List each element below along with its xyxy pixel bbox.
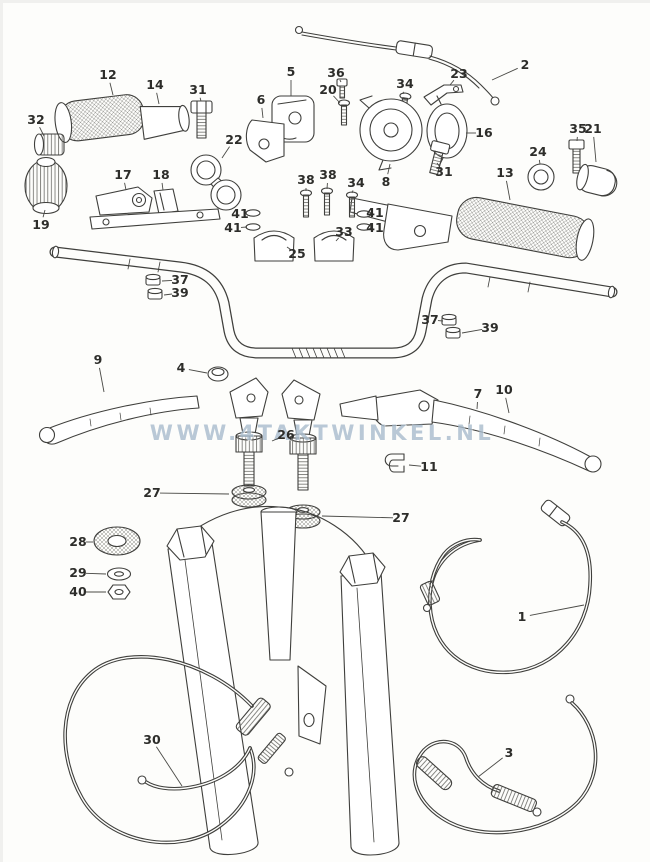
right-grip [456,196,595,261]
bolt-31-right [429,140,451,176]
washer-24 [527,163,555,191]
throttle-cable-top [294,25,500,106]
nut-39-right [445,326,461,339]
left-brake-lever [38,395,200,445]
switch-housing-6 [245,119,285,163]
washer-28 [93,526,141,556]
washer-29 [106,567,132,581]
lever-mount-left-26 [229,377,269,487]
cable-3 [412,694,598,835]
nut-37-right [441,313,457,326]
right-lever-blade-10 [431,399,602,473]
ribbed-cover-19 [24,156,68,215]
right-lever-perch-7 [339,389,439,427]
screw-20 [337,99,351,126]
perch-bracket [89,208,221,230]
bolt-31-left [190,100,213,139]
screw-38-b [320,187,334,216]
cable-30 [63,655,294,845]
handlebar-clamp-rings-22 [190,154,242,211]
watermark: WWW.4TAKTWINKEL.NL [149,421,495,445]
brake-cable-1 [419,499,593,675]
pivot-part-4 [207,366,229,382]
fork-assembly [166,505,400,856]
screw-36 [336,78,348,99]
clamp-block-33 [313,230,355,262]
fork-tube-right [339,552,400,856]
grip-end-cap-32 [33,133,65,156]
throttle-housing-8 [359,95,423,171]
nut-39-left [147,287,163,300]
right-lever-bracket [349,197,453,251]
washer-stack-27-left [231,484,267,508]
cable-arm-23 [423,84,464,106]
cable-clip-11 [384,453,405,473]
lever-mount-right-26 [281,379,321,491]
fender-bracket [297,665,327,745]
lever-pivot-17 [95,186,153,216]
fork-tube-left [166,525,259,855]
throttle-housing-16 [426,95,468,167]
nut-40 [107,584,131,600]
left-grip [54,94,145,143]
bolt-35 [568,139,585,174]
clamp-block-25 [253,230,295,262]
bar-end-21 [576,163,618,197]
handlebar [49,245,618,359]
throttle-tube [139,104,190,140]
screw-38-a [299,189,313,218]
nut-37-left [145,273,161,286]
lever-piece-18 [153,188,179,215]
knurl-marks [291,347,346,359]
